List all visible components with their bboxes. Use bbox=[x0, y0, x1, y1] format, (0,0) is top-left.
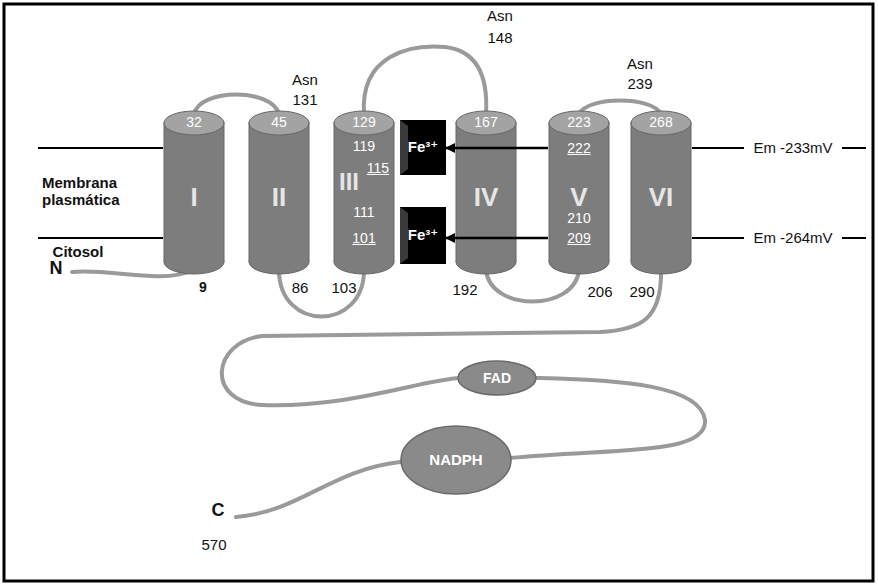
electron-arrow bbox=[446, 237, 548, 240]
region-label: Membrana plasmática bbox=[42, 174, 154, 209]
annotation-label: C bbox=[212, 500, 225, 521]
annotation-label: 9 bbox=[199, 279, 207, 295]
loop-2-3 bbox=[279, 270, 364, 317]
helix-label: VI bbox=[649, 183, 674, 213]
helix-label: II bbox=[272, 183, 286, 213]
helix-label: Fe³⁺ bbox=[408, 226, 438, 243]
residue-number: 209 bbox=[567, 230, 590, 246]
helix-cylinder: 268VI bbox=[630, 110, 692, 275]
annotation-label: 290 bbox=[629, 283, 654, 300]
annotation-label: 148 bbox=[487, 29, 512, 46]
helix-label: I bbox=[190, 183, 197, 213]
helix-label: FAD bbox=[483, 370, 511, 386]
residue-number: 210 bbox=[567, 210, 590, 226]
loop-4-5 bbox=[486, 270, 579, 302]
annotation-label: Asn bbox=[487, 7, 513, 24]
electron-arrow bbox=[446, 147, 548, 150]
residue-number: 32 bbox=[186, 114, 202, 130]
annotation-label: 103 bbox=[331, 279, 356, 296]
frame-border bbox=[4, 4, 873, 581]
helix-label: NADPH bbox=[429, 451, 482, 468]
annotation-label: Asn bbox=[627, 55, 653, 72]
membrane-lines bbox=[38, 148, 866, 238]
annotation-label: 206 bbox=[587, 283, 612, 300]
residue-number: 45 bbox=[271, 114, 287, 130]
annotation-label: Em -264mV bbox=[753, 229, 832, 246]
helix-label: IV bbox=[474, 183, 499, 213]
annotation-label: 192 bbox=[452, 281, 477, 298]
residue-number: 119 bbox=[353, 138, 375, 154]
annotation-label: 570 bbox=[201, 536, 226, 553]
helix-label: III bbox=[339, 168, 359, 196]
fad-domain: FAD bbox=[457, 360, 537, 396]
helix-cylinder: 167IV bbox=[455, 110, 517, 275]
residue-number: 223 bbox=[567, 114, 590, 130]
residue-number: 111 bbox=[353, 204, 374, 220]
protein-loops bbox=[72, 47, 705, 517]
annotation-label: Em -233mV bbox=[753, 139, 832, 156]
loop-1-2 bbox=[194, 95, 279, 115]
c-tail bbox=[222, 270, 705, 517]
residue-number: 115 bbox=[367, 160, 389, 176]
annotation-label: 86 bbox=[292, 279, 309, 296]
residue-number: 222 bbox=[567, 140, 590, 156]
helix-cylinder: 32I bbox=[163, 110, 225, 275]
helix-cylinder: 45II bbox=[248, 110, 310, 275]
residue-number: 268 bbox=[649, 114, 672, 130]
helix-cylinder: 129 119 115III 111 101 bbox=[333, 110, 395, 275]
nadph-domain: NADPH bbox=[400, 425, 512, 495]
loop-3-4 bbox=[364, 47, 487, 114]
heme-iron-box: Fe³⁺ bbox=[400, 207, 446, 264]
annotation-label: N bbox=[50, 258, 63, 279]
annotation-label: 239 bbox=[627, 75, 652, 92]
helix-cylinder: 223 222V210 209 bbox=[548, 110, 610, 275]
helix-label: Fe³⁺ bbox=[408, 138, 438, 155]
helix-label: V bbox=[570, 183, 587, 213]
annotation-label: Asn bbox=[292, 71, 318, 88]
annotation-label: 131 bbox=[292, 91, 317, 108]
heme-iron-box: Fe³⁺ bbox=[400, 120, 446, 175]
residue-number: 101 bbox=[352, 230, 375, 246]
residue-number: 167 bbox=[474, 114, 497, 130]
residue-number: 129 bbox=[352, 114, 375, 130]
